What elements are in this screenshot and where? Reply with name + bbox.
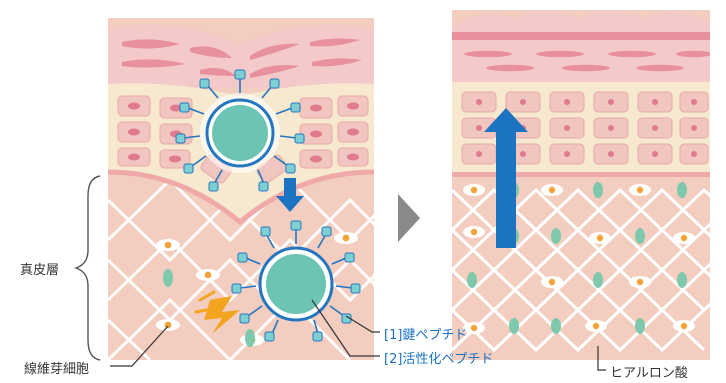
dermis-brace xyxy=(76,176,100,360)
dermis-label: 真皮層 xyxy=(20,259,59,278)
left-panel-before xyxy=(108,18,400,360)
right-stratum-band xyxy=(452,32,710,40)
peptide-lower-core xyxy=(266,254,326,314)
transition-arrow-icon xyxy=(398,194,420,242)
hyaluronic-acid-label: ヒアルロン酸 xyxy=(610,362,688,381)
right-stratum-corneum xyxy=(452,11,710,82)
right-basement-membrane xyxy=(452,172,710,177)
peptide-upper-core xyxy=(212,105,268,161)
key-peptide-label: [1]鍵ペプチド xyxy=(384,324,467,343)
active-peptide-label: [2]活性化ペプチド xyxy=(384,348,493,367)
fibroblast-label: 線維芽細胞 xyxy=(24,358,89,377)
right-panel-after xyxy=(452,10,726,360)
